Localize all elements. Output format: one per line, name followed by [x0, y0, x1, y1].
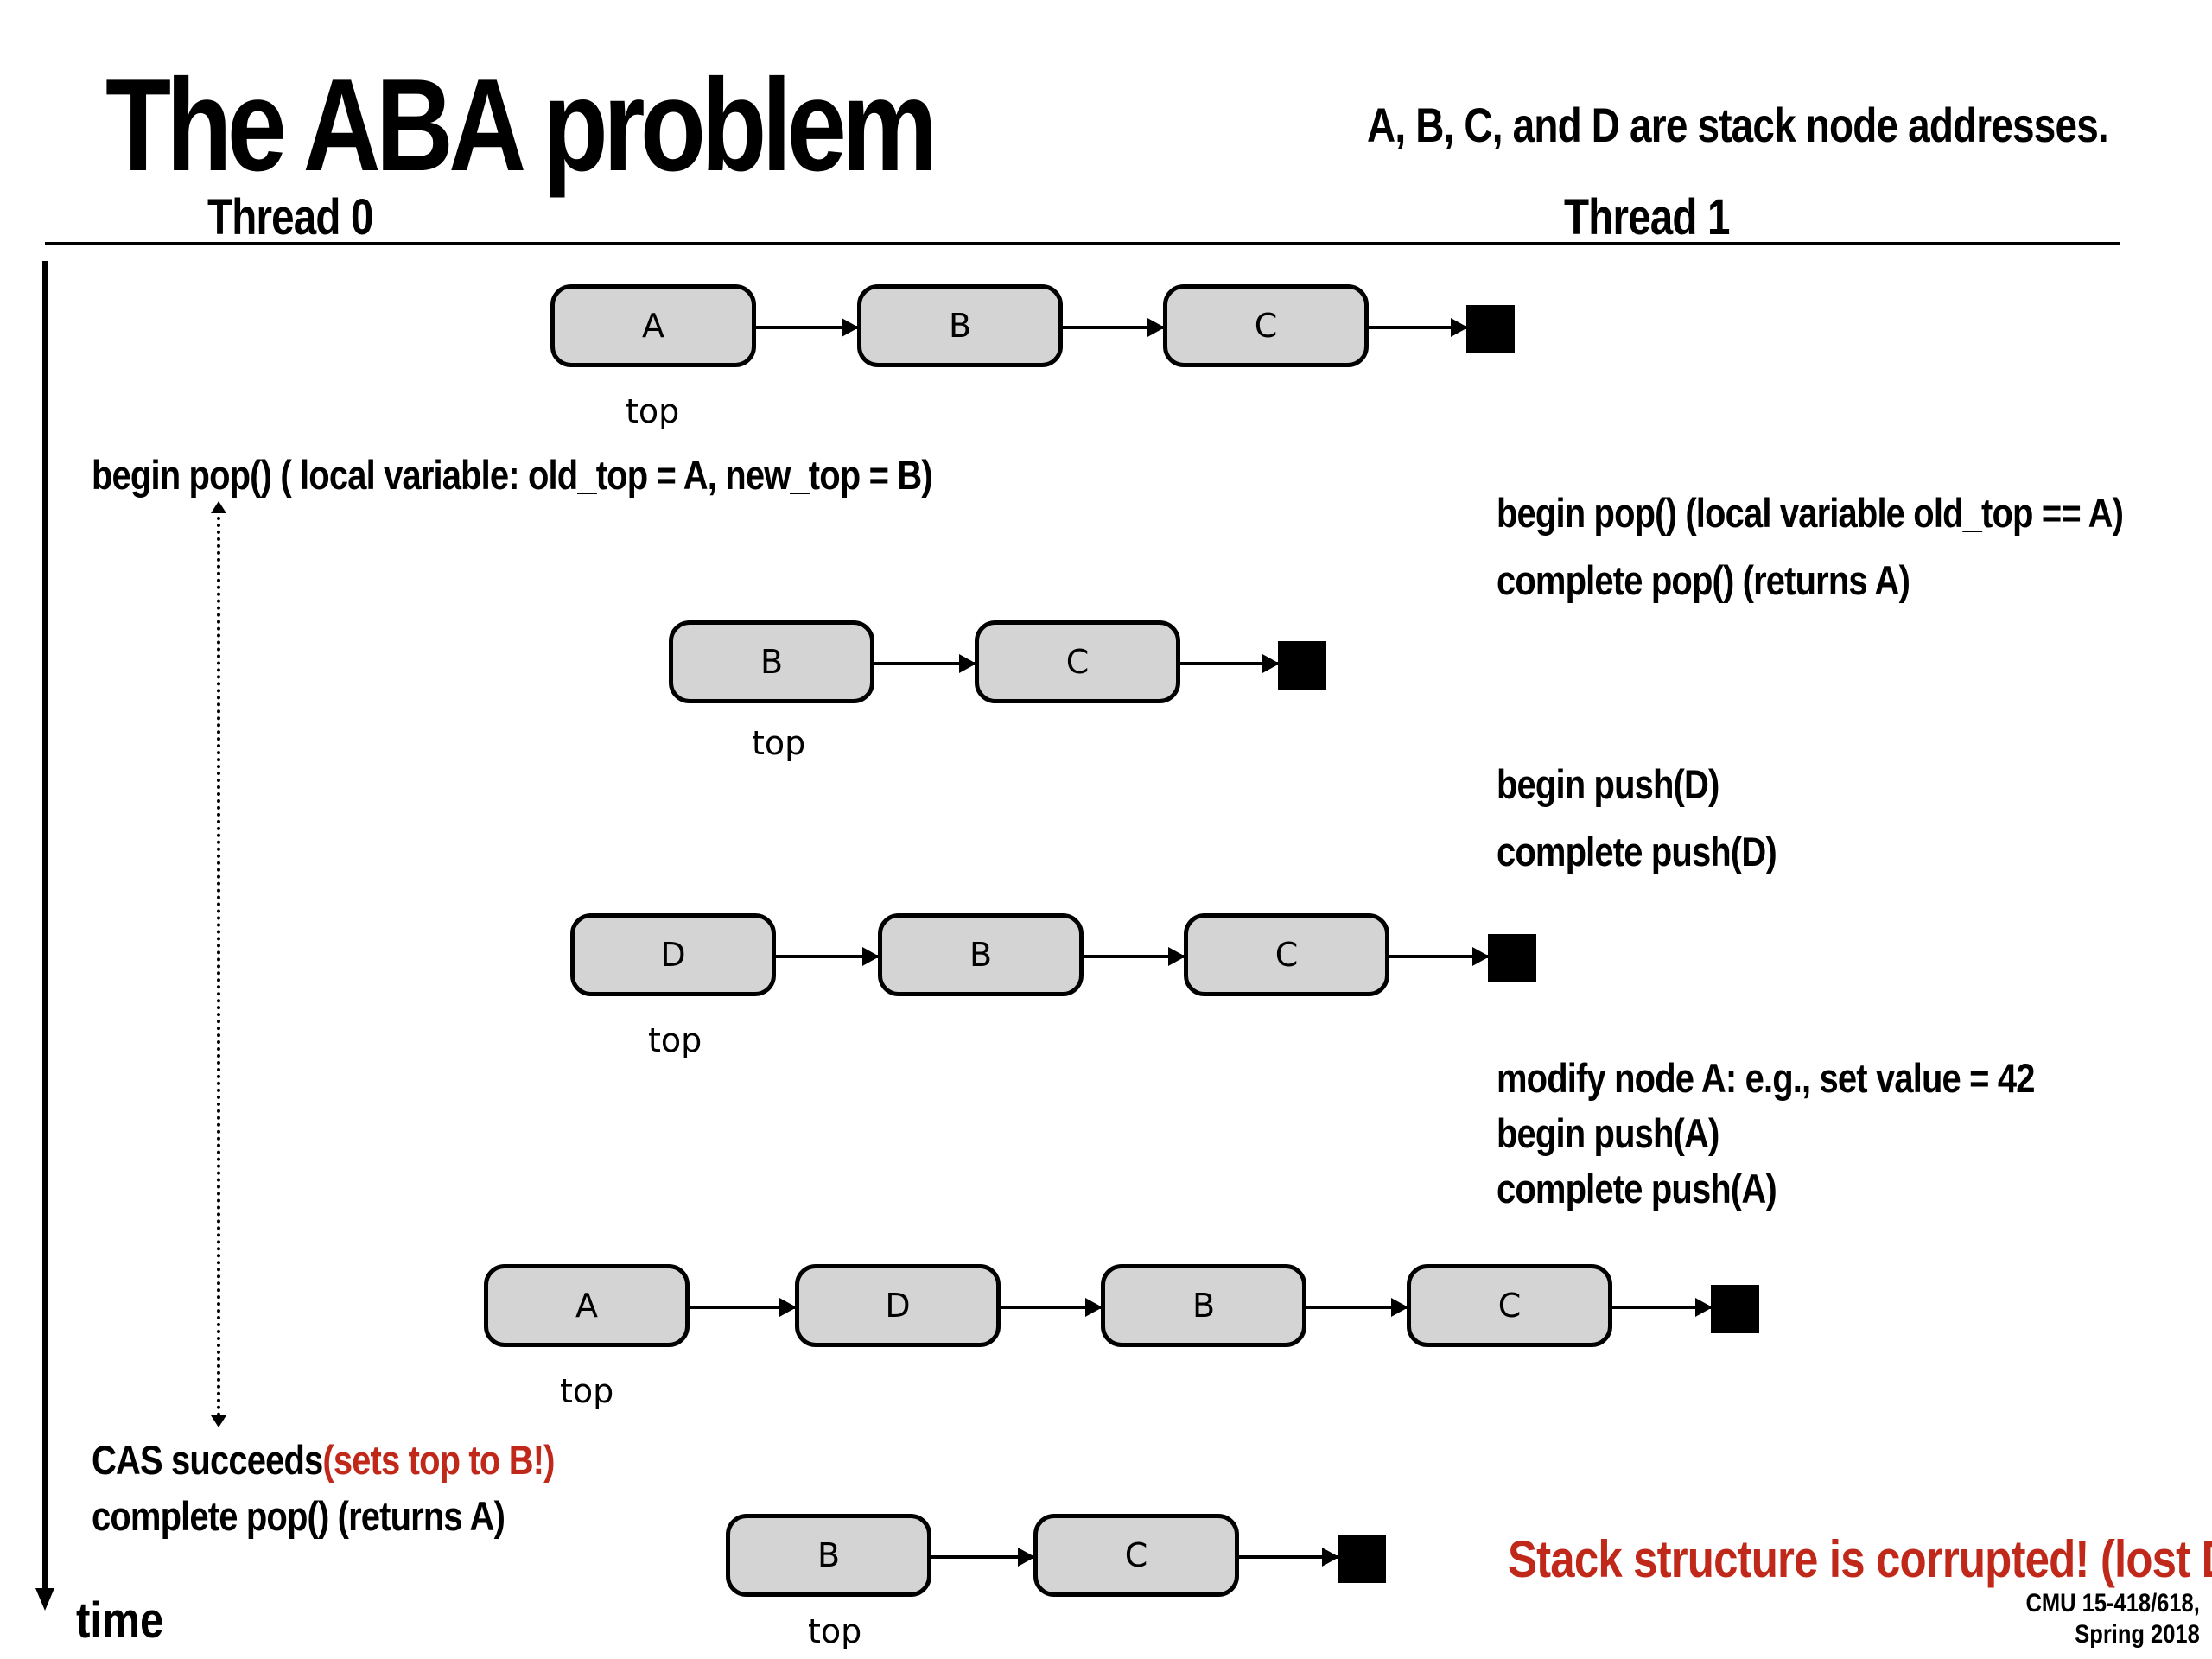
top-label: top	[808, 1612, 862, 1650]
stack-node: D	[570, 913, 776, 996]
stack-node: C	[975, 620, 1180, 703]
next-pointer-arrow	[1001, 1298, 1103, 1317]
next-pointer-arrow	[1084, 947, 1185, 966]
next-pointer-arrow	[1063, 318, 1165, 337]
null-terminator	[1711, 1285, 1759, 1333]
stack-node: B	[1101, 1264, 1306, 1347]
top-label: top	[560, 1372, 614, 1410]
t0-cas-warning: (sets top to B!)	[322, 1437, 555, 1483]
top-label: top	[752, 724, 806, 762]
stack-node: C	[1184, 913, 1389, 996]
stack-node: C	[1407, 1264, 1612, 1347]
stack-node: A	[484, 1264, 690, 1347]
time-axis	[42, 261, 48, 1592]
next-pointer-arrow	[1306, 1298, 1408, 1317]
thread-1-heading: Thread 1	[1564, 189, 1730, 245]
next-pointer-arrow	[690, 1298, 797, 1317]
course-footer: CMU 15-418/618, Spring 2018	[2026, 1588, 2200, 1650]
stack-node: C	[1033, 1514, 1239, 1597]
stack-node: A	[550, 284, 756, 367]
next-pointer-arrow	[1239, 1548, 1339, 1567]
node-address-note: A, B, C, and D are stack node addresses.	[1367, 98, 2109, 152]
t0-cas-succeeds: CAS succeeds	[92, 1437, 323, 1483]
next-pointer-arrow	[1389, 947, 1490, 966]
stack-node: B	[857, 284, 1063, 367]
t1-complete-push-a: complete push(A)	[1497, 1166, 1777, 1211]
footer-course: CMU 15-418/618,	[2025, 1589, 2200, 1618]
header-divider	[45, 242, 2120, 245]
time-label: time	[76, 1592, 164, 1649]
dotted-arrow-down-head	[211, 1415, 226, 1427]
t1-begin-push-a: begin push(A)	[1497, 1110, 1719, 1156]
null-terminator	[1466, 305, 1515, 353]
stack-node: B	[726, 1514, 931, 1597]
dotted-arrow-up-head	[211, 501, 226, 513]
top-label: top	[626, 392, 680, 430]
t0-cas-line: CAS succeeds(sets top to B!)	[92, 1436, 555, 1484]
next-pointer-arrow	[874, 654, 976, 673]
t0-begin-pop: begin pop() ( local variable: old_top = …	[92, 452, 933, 498]
pending-pop-span	[217, 510, 220, 1417]
next-pointer-arrow	[776, 947, 880, 966]
t1-complete-pop: complete pop() (returns A)	[1497, 557, 1910, 603]
time-arrow-head	[35, 1588, 54, 1611]
stack-node: D	[795, 1264, 1001, 1347]
t1-complete-push-d: complete push(D)	[1497, 829, 1777, 874]
next-pointer-arrow	[1180, 654, 1280, 673]
t0-complete-pop: complete pop() (returns A)	[92, 1493, 505, 1539]
t1-modify-node-a: modify node A: e.g., set value = 42	[1497, 1055, 2035, 1101]
stack-node: C	[1163, 284, 1369, 367]
null-terminator	[1488, 934, 1536, 982]
null-terminator	[1338, 1535, 1386, 1583]
next-pointer-arrow	[1612, 1298, 1713, 1317]
next-pointer-arrow	[931, 1548, 1035, 1567]
next-pointer-arrow	[756, 318, 859, 337]
t1-begin-pop: begin pop() (local variable old_top == A…	[1497, 490, 2124, 536]
corruption-message: Stack structure is corrupted! (lost D)	[1508, 1530, 2212, 1588]
null-terminator	[1278, 641, 1326, 690]
thread-0-heading: Thread 0	[207, 189, 373, 245]
t1-begin-push-d: begin push(D)	[1497, 761, 1719, 807]
top-label: top	[648, 1021, 702, 1059]
next-pointer-arrow	[1369, 318, 1468, 337]
footer-term: Spring 2018	[2075, 1620, 2200, 1649]
stack-node: B	[669, 620, 874, 703]
slide-title: The ABA problem	[105, 52, 938, 199]
stack-node: B	[878, 913, 1084, 996]
